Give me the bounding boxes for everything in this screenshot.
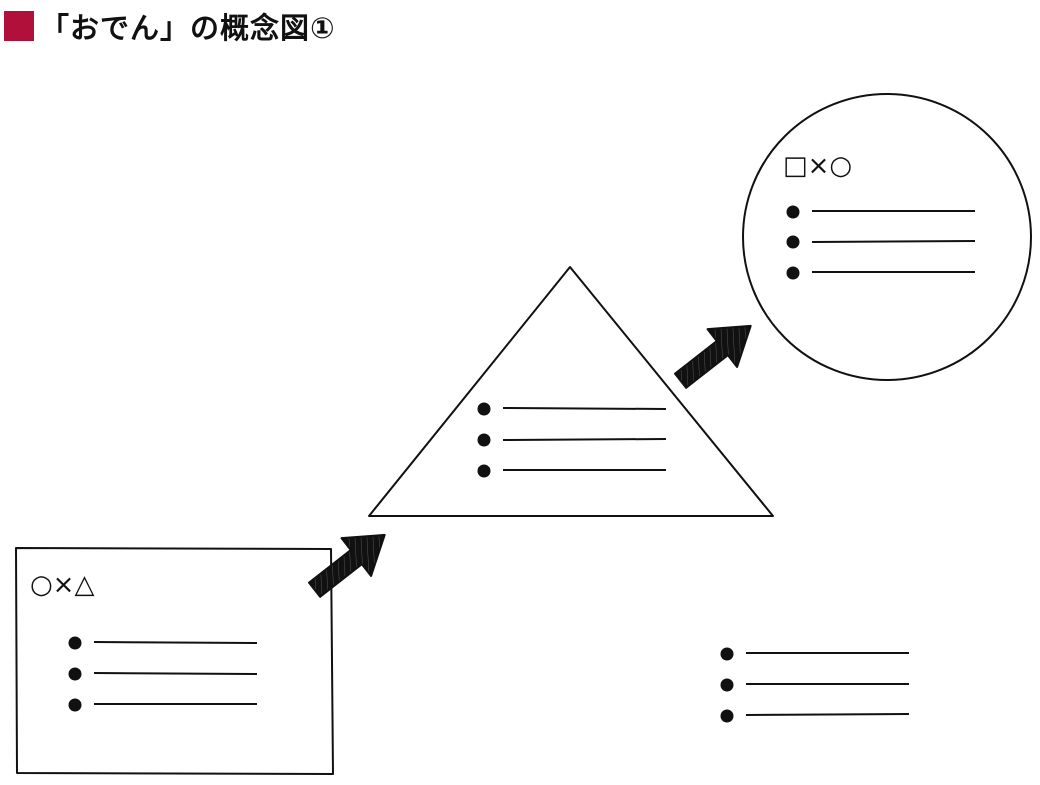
triangle-bullet-list: [477, 402, 667, 478]
list-item: [477, 464, 666, 478]
bullet-icon: [68, 667, 82, 681]
bullet-icon: [720, 678, 734, 692]
triangle-node: [368, 266, 774, 517]
rectangle-node: ○×△: [15, 547, 334, 775]
standalone-bullet-list: [720, 647, 910, 723]
list-line: [502, 438, 667, 441]
bullet-icon: [786, 266, 800, 280]
title-marker: [4, 11, 34, 41]
rectangle-outline: [15, 547, 334, 775]
list-line: [93, 672, 258, 675]
bullet-icon: [68, 636, 82, 650]
title-text: 「おでん」の概念図①: [40, 11, 336, 45]
list-item: [477, 402, 667, 416]
list-item: [720, 647, 909, 661]
list-line: [502, 407, 667, 410]
list-item: [68, 698, 257, 712]
list-line: [811, 240, 976, 243]
list-item: [786, 235, 976, 249]
list-item: [477, 433, 667, 447]
list-line: [93, 641, 258, 644]
list-item: [720, 709, 910, 723]
bullet-icon: [477, 464, 491, 478]
bullet-icon: [786, 205, 800, 219]
bullet-icon: [477, 433, 491, 447]
bullet-icon: [786, 235, 800, 249]
page-title: 「おでん」の概念図①: [4, 6, 336, 46]
bullet-icon: [477, 402, 491, 416]
bullet-icon: [720, 647, 734, 661]
list-item: [786, 266, 975, 280]
triangle-outline: [368, 266, 774, 517]
list-item: [68, 636, 258, 650]
arrow-icon: [307, 533, 386, 598]
list-item: [720, 678, 909, 692]
circle-outline: [742, 93, 1032, 381]
circle-node: □×○: [742, 93, 1032, 381]
rectangle-bullet-list: [68, 636, 258, 712]
list-item: [68, 667, 258, 681]
list-line: [745, 713, 910, 716]
circle-symbols: □×○: [783, 151, 852, 181]
arrow-icon: [673, 324, 752, 389]
bullet-icon: [720, 709, 734, 723]
circle-bullet-list: [786, 205, 976, 280]
bullet-icon: [68, 698, 82, 712]
list-item: [786, 205, 975, 219]
rectangle-symbols: ○×△: [30, 570, 94, 600]
